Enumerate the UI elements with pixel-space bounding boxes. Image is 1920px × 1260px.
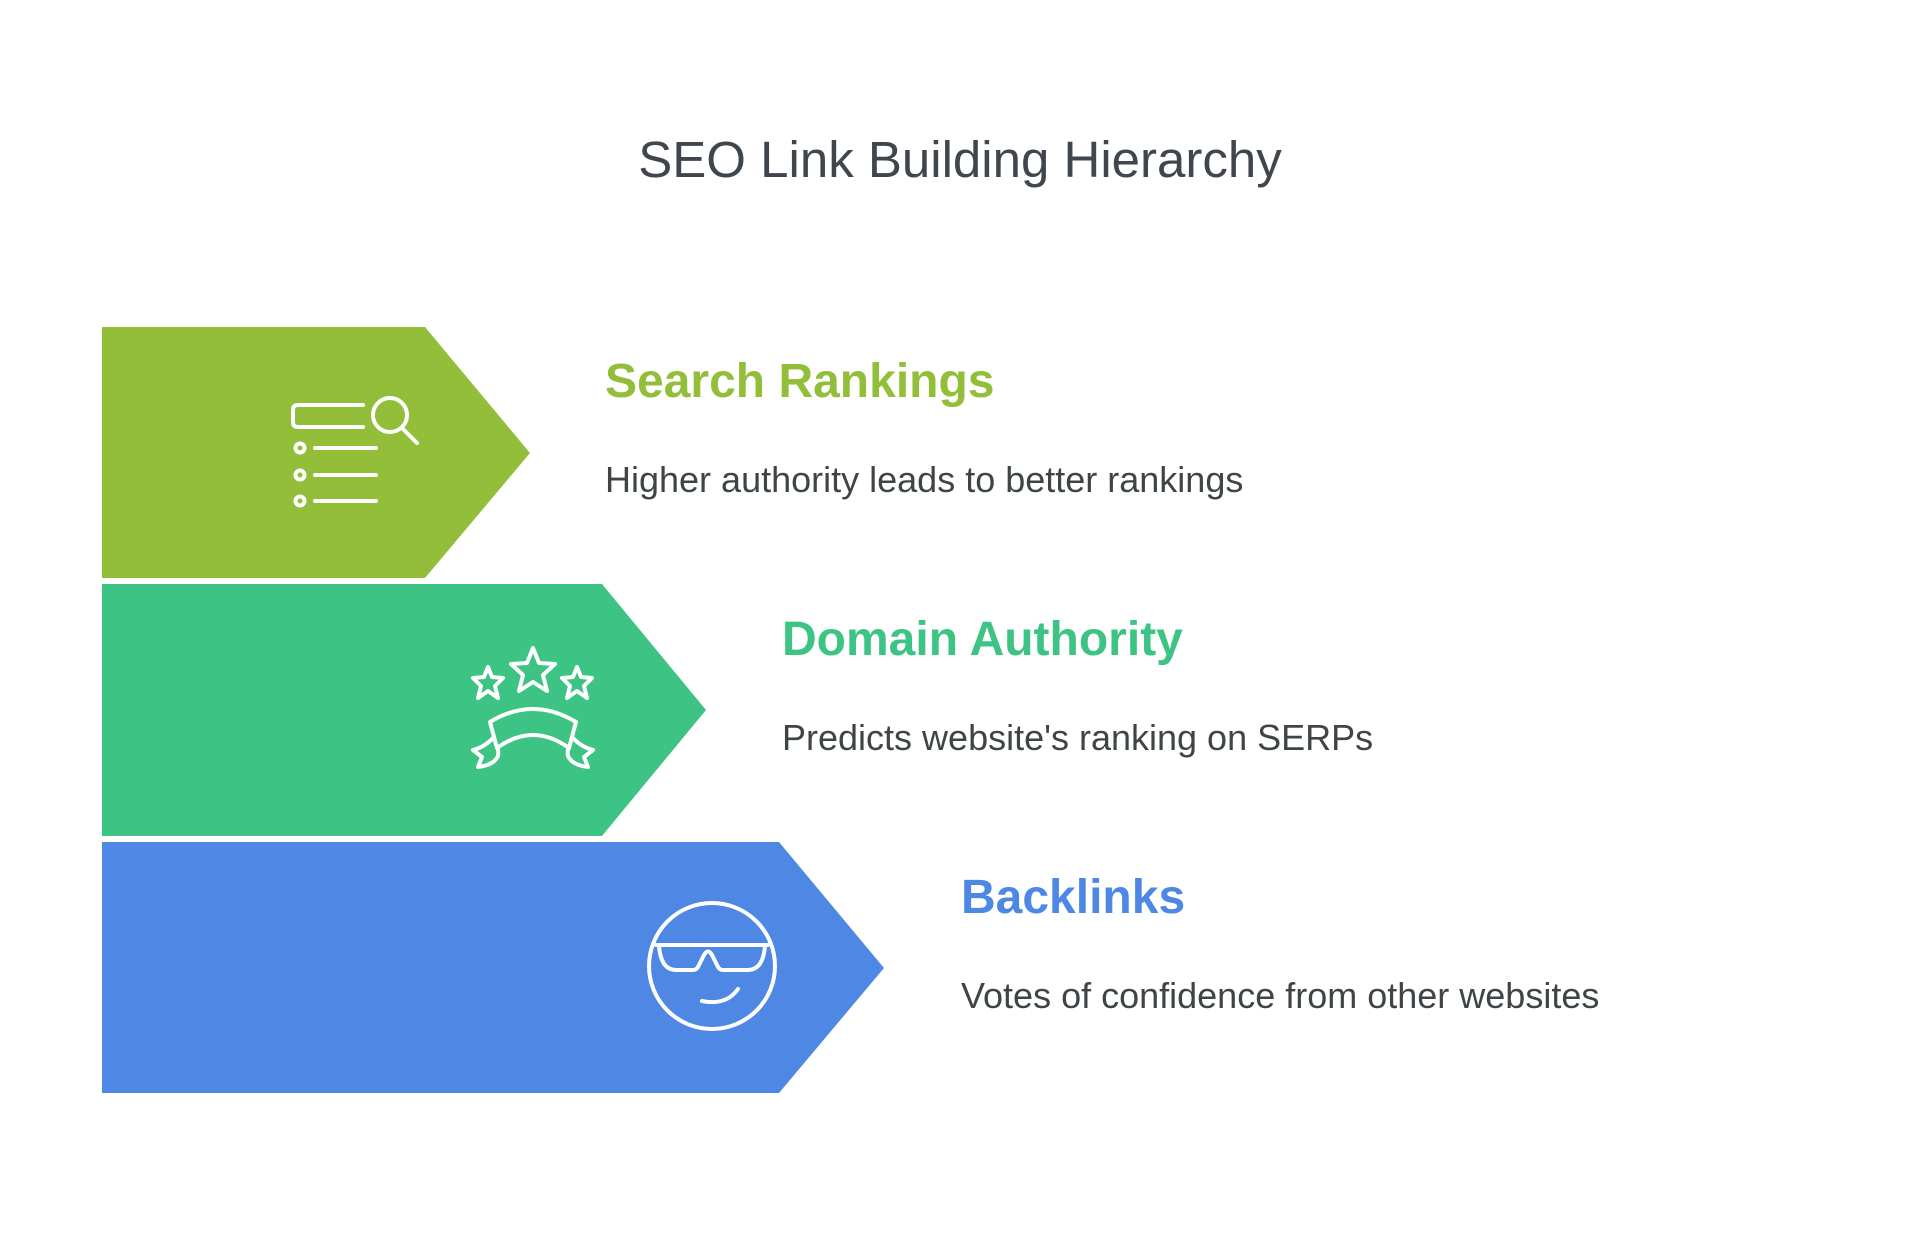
band-domain-authority bbox=[102, 584, 706, 836]
cool-face-sunglasses-icon bbox=[647, 901, 777, 1031]
level-backlinks: Backlinks Votes of confidence from other… bbox=[961, 870, 1599, 1018]
level-search-rankings: Search Rankings Higher authority leads t… bbox=[605, 354, 1243, 502]
stars-ribbon-icon bbox=[471, 646, 595, 769]
band-search-rankings bbox=[102, 327, 530, 578]
level-description: Predicts website's ranking on SERPs bbox=[782, 717, 1374, 758]
level-description: Votes of confidence from other websites bbox=[961, 975, 1600, 1016]
level-heading: Search Rankings bbox=[605, 355, 995, 408]
band-arrow-shape bbox=[102, 842, 884, 1093]
level-heading: Domain Authority bbox=[782, 613, 1183, 666]
level-domain-authority: Domain Authority Predicts website's rank… bbox=[782, 612, 1373, 760]
search-list-icon bbox=[291, 396, 419, 508]
level-description: Higher authority leads to better ranking… bbox=[605, 459, 1244, 500]
band-arrow-shape bbox=[102, 327, 530, 578]
level-heading: Backlinks bbox=[961, 871, 1186, 924]
band-backlinks bbox=[102, 842, 884, 1093]
diagram-title: SEO Link Building Hierarchy bbox=[638, 131, 1282, 188]
band-arrow-shape bbox=[102, 584, 706, 836]
